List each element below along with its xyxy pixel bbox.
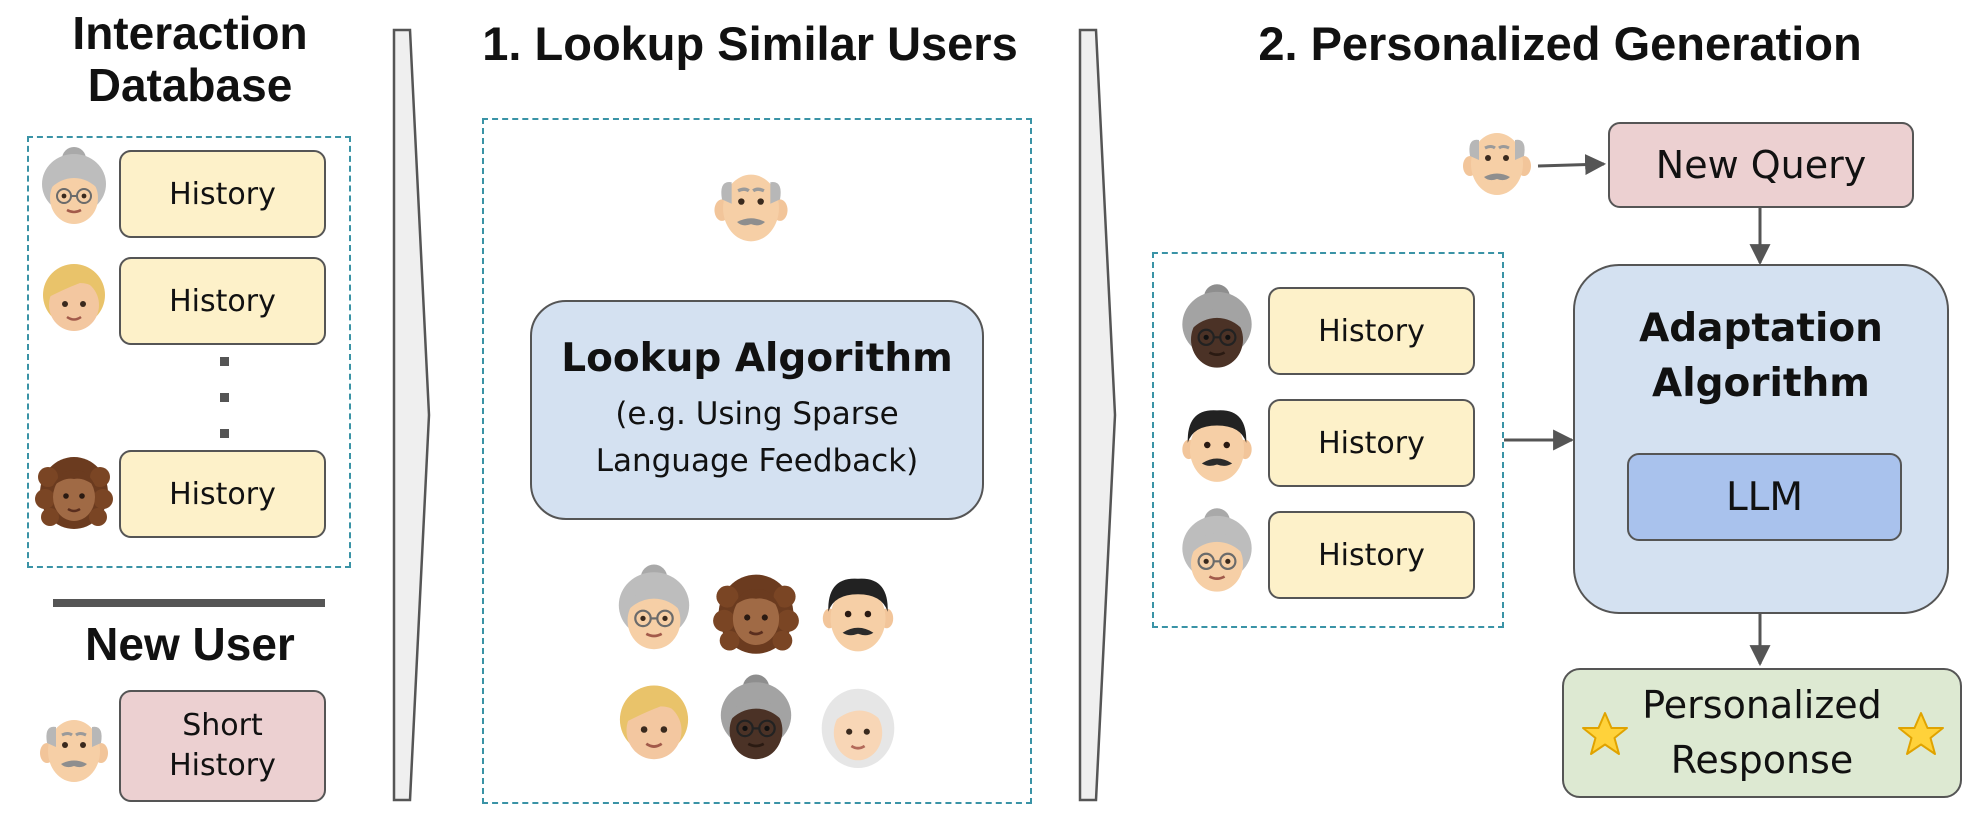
lookup-panel bbox=[482, 118, 1032, 804]
step2-title: 2. Personalized Generation bbox=[1258, 17, 1862, 70]
similar-users-panel bbox=[1152, 252, 1504, 628]
mustache-man-icon bbox=[1178, 406, 1256, 484]
flow-chevron bbox=[1078, 28, 1118, 807]
dark-old-woman-icon bbox=[1178, 282, 1256, 372]
arrow-user-to-query bbox=[1537, 154, 1607, 176]
new-user-title: New User bbox=[85, 618, 295, 670]
old-man-icon bbox=[1461, 128, 1533, 200]
star-icon bbox=[1896, 710, 1946, 760]
history-box: History bbox=[1268, 511, 1475, 599]
star-icon bbox=[1580, 710, 1630, 760]
divider-line bbox=[53, 599, 325, 607]
llm-box: LLM bbox=[1627, 453, 1902, 541]
personalized-response-box: Personalized Response bbox=[1562, 668, 1962, 798]
step1-title: 1. Lookup Similar Users bbox=[482, 17, 1018, 70]
new-query-box: New Query bbox=[1608, 122, 1914, 208]
adaptation-algorithm-box: Adaptation Algorithm bbox=[1573, 264, 1949, 614]
history-box: History bbox=[119, 150, 326, 238]
history-box: History bbox=[1268, 287, 1475, 375]
lookup-algorithm-box: Lookup Algorithm (e.g. Using Sparse Lang… bbox=[530, 300, 984, 520]
history-box: History bbox=[119, 450, 326, 538]
short-history-box: Short History bbox=[119, 690, 326, 802]
old-woman-icon bbox=[1178, 506, 1256, 596]
history-box: History bbox=[1268, 399, 1475, 487]
flow-chevron bbox=[392, 28, 432, 807]
interaction-database-panel bbox=[27, 136, 351, 568]
interaction-database-title: Interaction Database bbox=[72, 7, 308, 111]
history-box: History bbox=[119, 257, 326, 345]
